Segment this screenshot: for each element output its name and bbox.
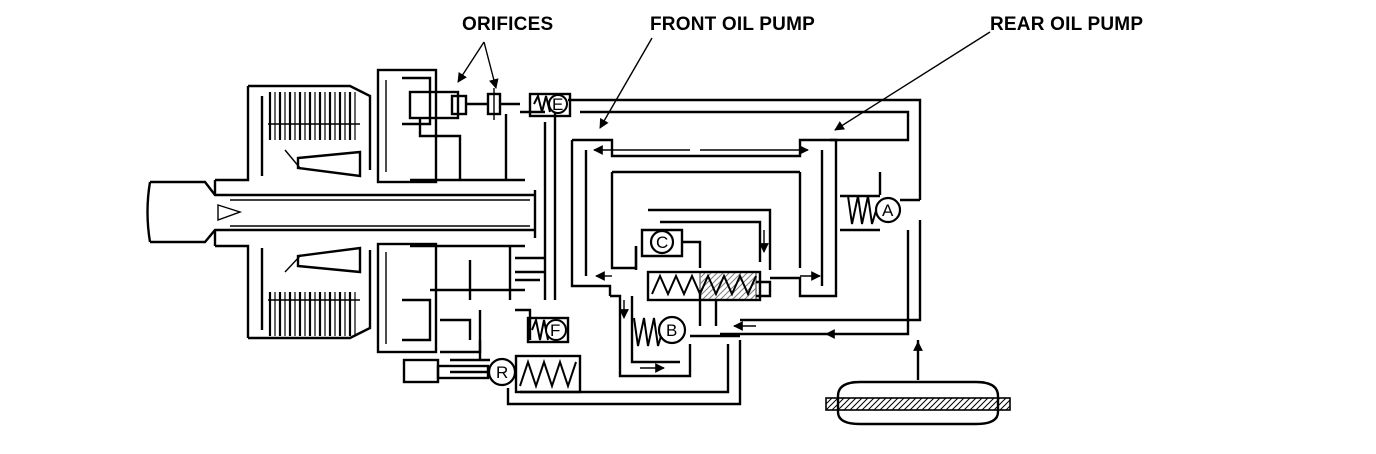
oil-pump-body	[570, 138, 838, 378]
check-valve-f: F	[526, 316, 570, 344]
oil-strainer	[825, 380, 1011, 426]
valve-label-e: E	[552, 95, 563, 114]
valve-label-b: B	[666, 321, 677, 340]
relief-valve-r: R	[402, 357, 517, 387]
front-oil-pump-label: FRONT OIL PUMP	[650, 14, 816, 35]
hydraulic-lines	[450, 98, 922, 406]
clutch-plates-lower	[268, 292, 356, 336]
clutch-housing	[213, 84, 372, 340]
rear-cover	[410, 178, 525, 354]
clutch-plates-upper	[268, 92, 356, 140]
flow-arrows	[593, 145, 923, 373]
check-valve-a: A	[847, 195, 902, 225]
rear-oil-pump-label: REAR OIL PUMP	[990, 14, 1144, 35]
check-valve-b: B	[633, 315, 687, 347]
orifices-label: ORIFICES	[462, 14, 554, 35]
check-valve-e: E	[528, 92, 572, 118]
valve-label-a: A	[882, 201, 894, 220]
orifice-bodies	[408, 88, 520, 180]
valve-label-c: C	[656, 233, 668, 252]
drive-shaft	[146, 180, 537, 244]
piston-assembly	[284, 68, 438, 354]
valve-label-r: R	[496, 363, 508, 382]
valve-label-f: F	[550, 321, 560, 340]
spring-relief-r	[514, 354, 582, 394]
spring-center	[646, 270, 772, 302]
check-valve-c: C	[640, 228, 702, 268]
